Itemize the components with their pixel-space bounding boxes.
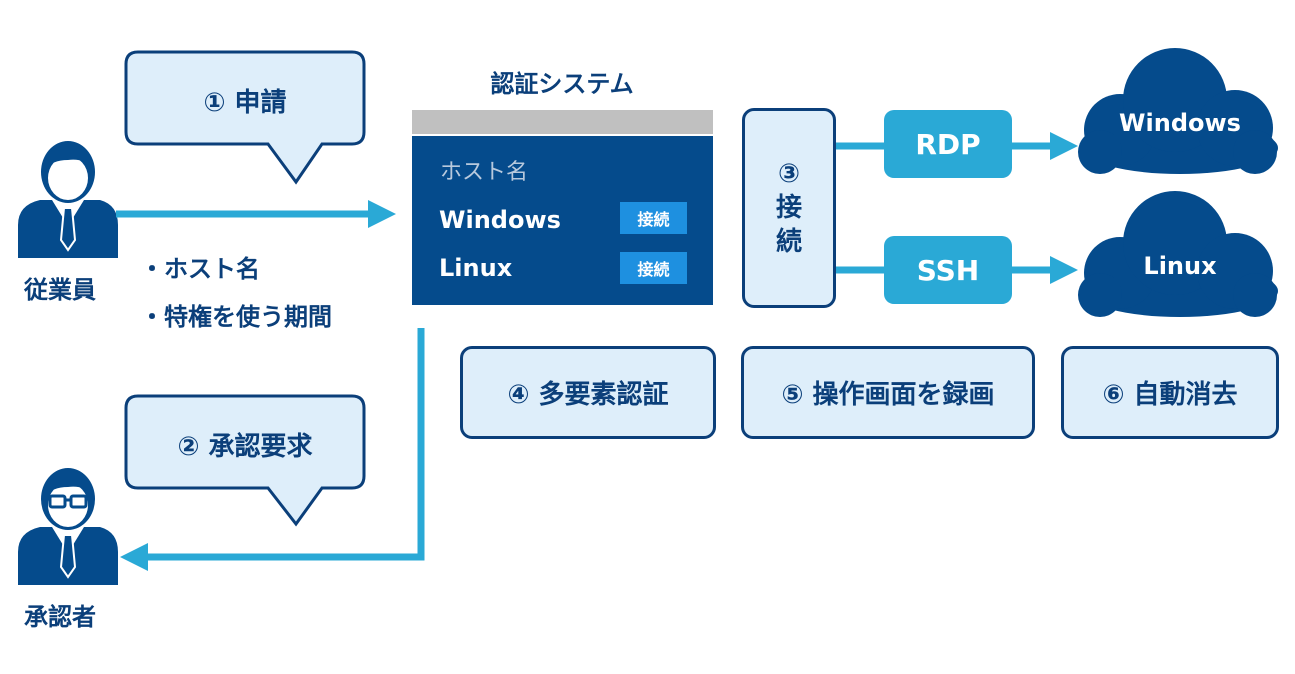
target-linux-label: Linux [1143, 252, 1217, 280]
employee-label: 従業員 [24, 276, 96, 304]
connect-button-windows[interactable]: 接続 [620, 202, 687, 234]
host-row-linux: Linux [439, 254, 513, 282]
connect-step-box: ③ 接 続 [742, 108, 836, 308]
connect-step-char-1: 接 [775, 193, 802, 223]
ssh-box: SSH [884, 236, 1012, 304]
auth-window-panel: ホスト名 Windows 接続 Linux 接続 [412, 136, 713, 305]
approver-label: 承認者 [24, 603, 96, 631]
request-item-period: ・特権を使う期間 [140, 303, 332, 331]
connect-button-linux[interactable]: 接続 [620, 252, 687, 284]
target-windows-label: Windows [1119, 109, 1241, 137]
request-item-host: ・ホスト名 [140, 255, 260, 283]
approval-bubble-label: ② 承認要求 [177, 432, 313, 462]
rdp-box: RDP [884, 110, 1012, 178]
auth-window-titlebar [412, 110, 713, 134]
host-column-header: ホスト名 [440, 160, 529, 185]
linux-cloud-icon [1078, 191, 1278, 317]
connect-step-number: ③ [777, 159, 800, 189]
employee-icon [18, 141, 118, 258]
windows-cloud-icon [1078, 48, 1278, 174]
request-bubble-shape [124, 50, 366, 185]
request-bubble-label: ① 申請 [203, 88, 287, 118]
auth-system-title: 認証システム [490, 70, 634, 98]
approval-bubble-shape [124, 394, 366, 527]
approver-icon [18, 468, 118, 585]
host-row-windows: Windows [439, 206, 561, 234]
connect-step-char-2: 続 [775, 227, 802, 257]
feature-mfa: ④ 多要素認証 [460, 346, 716, 439]
feature-auto-delete: ⑥ 自動消去 [1061, 346, 1279, 439]
feature-recording: ⑤ 操作画面を録画 [741, 346, 1035, 439]
